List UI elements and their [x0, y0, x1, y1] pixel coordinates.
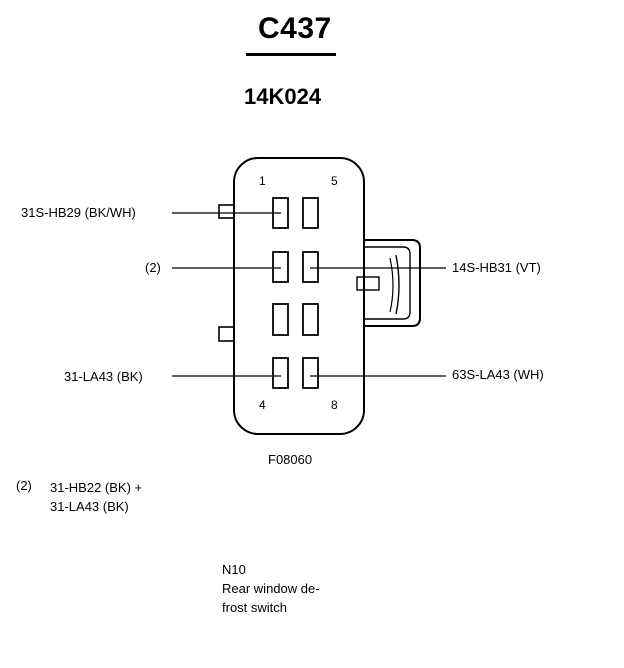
footnote-text: 31-HB22 (BK) + 31-LA43 (BK): [50, 478, 142, 516]
wire-label-pin-6: 14S-HB31 (VT): [452, 260, 541, 275]
wire-label-pin-8: 63S-LA43 (WH): [452, 367, 544, 382]
terminal-3: [272, 303, 289, 336]
footnote-line-2: 31-LA43 (BK): [50, 499, 129, 514]
footnote-marker: (2): [16, 478, 32, 493]
wire-label-pin-2: (2): [145, 260, 161, 275]
component-desc-line-1: Rear window de-: [222, 581, 320, 596]
pin-number-8: 8: [331, 398, 338, 412]
left-tab-lower: [218, 326, 235, 342]
connector-body: [233, 157, 365, 435]
component-description: N10 Rear window de- frost switch: [222, 560, 320, 617]
terminal-5: [302, 197, 319, 229]
pin-number-4: 4: [259, 398, 266, 412]
wire-label-pin-4: 31-LA43 (BK): [64, 369, 143, 384]
title-underline: [246, 53, 336, 56]
component-desc-line-2: frost switch: [222, 600, 288, 615]
footnote-line-1: 31-HB22 (BK) +: [50, 480, 143, 495]
connector-title: C437: [258, 12, 332, 45]
wire-label-pin-1: 31S-HB29 (BK/WH): [21, 205, 136, 220]
part-number: 14K024: [244, 84, 322, 109]
pin-number-1: 1: [259, 174, 266, 188]
terminal-2: [272, 251, 289, 283]
component-code: N10: [222, 562, 246, 577]
pin-number-5: 5: [331, 174, 338, 188]
terminal-7: [302, 303, 319, 336]
terminal-8: [302, 357, 319, 389]
terminal-6: [302, 251, 319, 283]
terminal-4: [272, 357, 289, 389]
right-latch: [356, 239, 421, 327]
figure-id: F08060: [268, 452, 313, 467]
left-tab-upper: [218, 204, 235, 219]
